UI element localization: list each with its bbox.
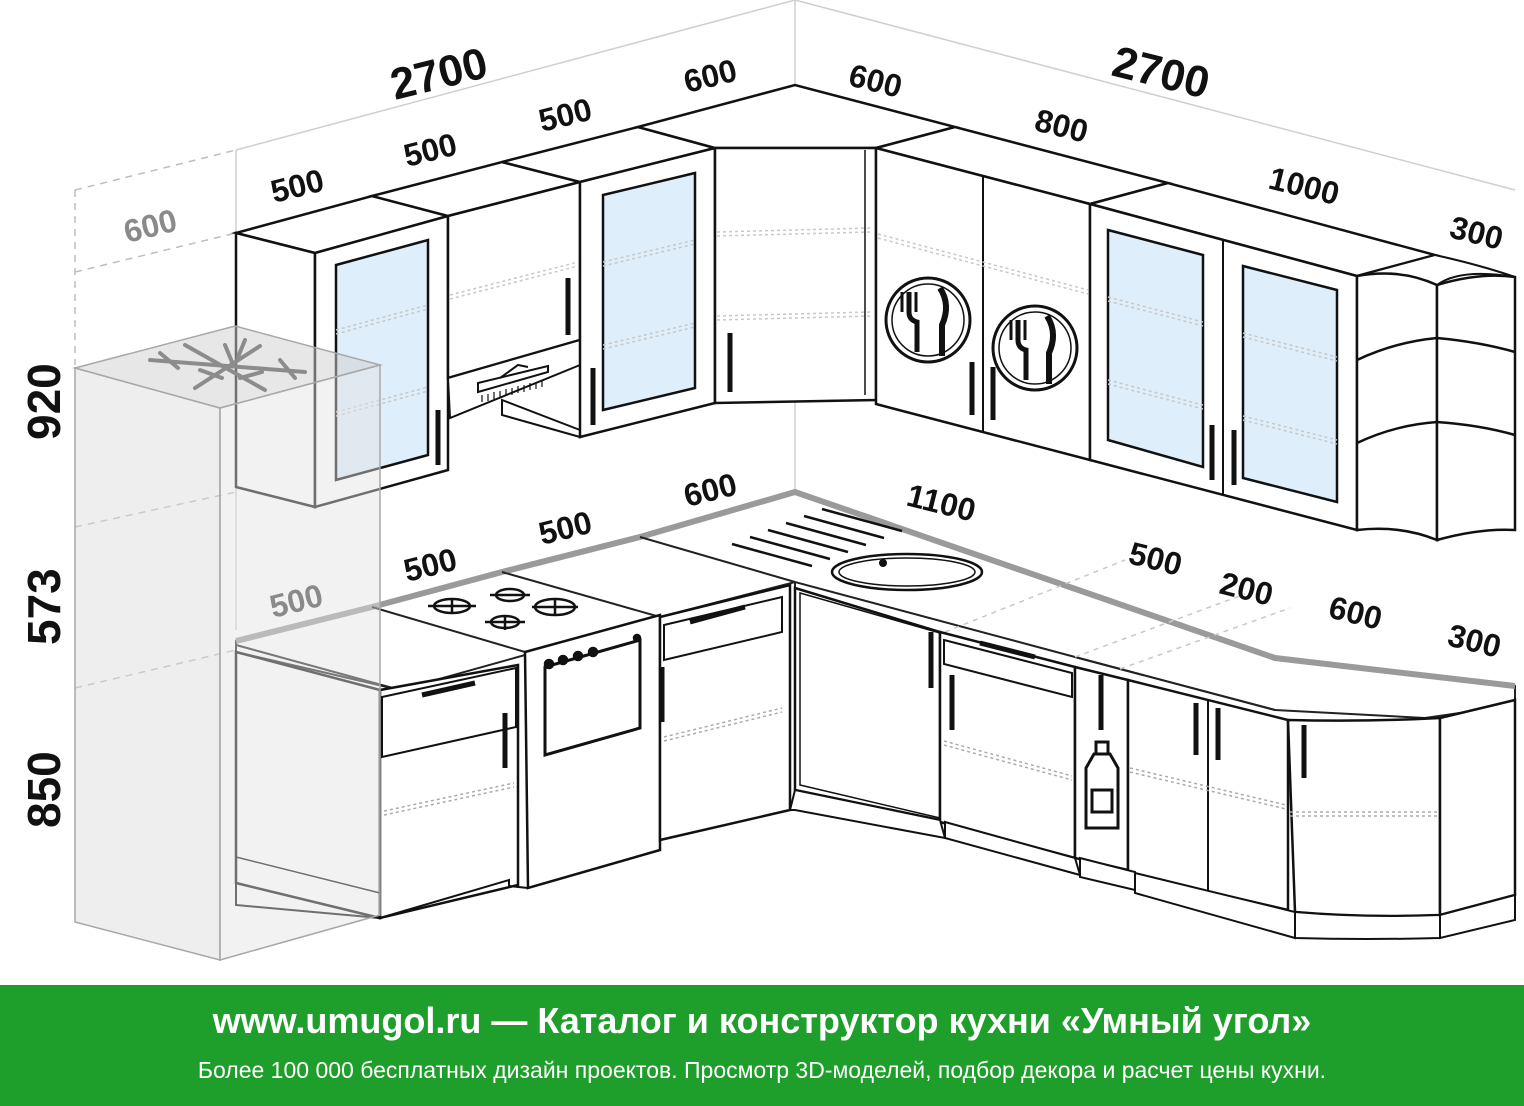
dim-wall-left: 2700 bbox=[386, 38, 493, 109]
dim-upper-right-2: 800 bbox=[1031, 102, 1092, 150]
dim-height-upper: 920 bbox=[18, 363, 70, 440]
dim-lower-left-3: 500 bbox=[535, 504, 596, 552]
dim-lower-left-2: 500 bbox=[400, 541, 461, 589]
dim-upper-right-4: 300 bbox=[1446, 209, 1507, 257]
dim-lower-right-3: 200 bbox=[1216, 565, 1277, 613]
dim-upper-left-2: 500 bbox=[400, 126, 461, 174]
dim-height-gap: 573 bbox=[18, 568, 70, 645]
cutlery-icon bbox=[991, 304, 1079, 392]
dim-upper-right-1: 600 bbox=[845, 57, 906, 105]
banner-title[interactable]: www.umugol.ru — Каталог и конструктор ку… bbox=[212, 1000, 1312, 1041]
upper-cabinets bbox=[231, 83, 1517, 542]
fridge bbox=[72, 325, 383, 961]
banner-subtitle: Более 100 000 бесплатных дизайн проектов… bbox=[197, 1057, 1327, 1083]
burner-icon bbox=[428, 587, 578, 630]
lower-cabinets bbox=[234, 583, 1517, 940]
dim-upper-left-1: 500 bbox=[267, 162, 328, 210]
sink bbox=[731, 507, 984, 592]
countertop bbox=[235, 488, 1516, 720]
promo-banner: www.umugol.ru — Каталог и конструктор ку… bbox=[0, 985, 1524, 1106]
snowflake-icon bbox=[148, 338, 307, 392]
dim-lower-left-4: 600 bbox=[680, 466, 741, 514]
hood-icon bbox=[477, 363, 549, 402]
dim-lower-right-5: 300 bbox=[1444, 617, 1505, 665]
dim-upper-left-4: 600 bbox=[680, 52, 741, 100]
dim-height-lower: 850 bbox=[18, 751, 70, 828]
bottle-icon bbox=[1084, 740, 1120, 830]
cutlery-icon bbox=[884, 276, 972, 364]
kitchen-diagram: 2700 2700 600 500 500 500 600 600 800 10… bbox=[18, 0, 1517, 961]
dim-wall-right: 2700 bbox=[1108, 37, 1215, 108]
dim-upper-left-3: 500 bbox=[535, 91, 596, 139]
dim-lower-right-4: 600 bbox=[1325, 589, 1386, 637]
dim-upper-depth: 600 bbox=[120, 202, 181, 250]
dim-upper-right-3: 1000 bbox=[1265, 160, 1343, 212]
guide-lines bbox=[74, 149, 237, 689]
dim-lower-right-1: 1100 bbox=[903, 477, 979, 529]
dim-lower-right-2: 500 bbox=[1125, 535, 1186, 583]
